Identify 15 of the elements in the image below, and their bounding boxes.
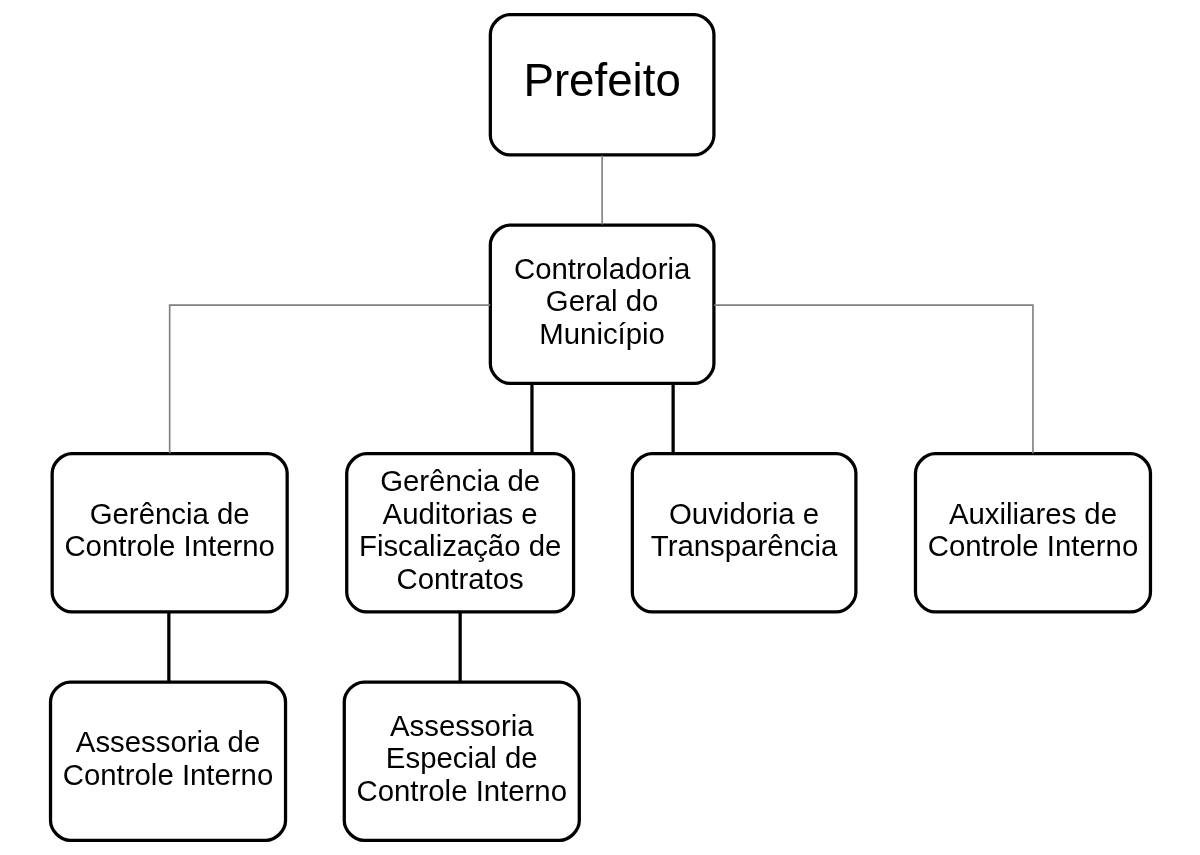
node-box: Assessoria Especial de Controle Interno bbox=[342, 680, 581, 842]
connector bbox=[166, 612, 170, 682]
connector bbox=[600, 154, 603, 226]
node-box: Gerência de Controle Interno bbox=[50, 452, 289, 614]
connector bbox=[712, 304, 1034, 454]
connector bbox=[168, 304, 491, 454]
node-box: Assessoria de Controle Interno bbox=[48, 680, 287, 842]
connector bbox=[458, 612, 462, 682]
node-box: Auxiliares de Controle Interno bbox=[913, 452, 1152, 614]
connector bbox=[529, 383, 534, 453]
node-box: Prefeito bbox=[488, 13, 716, 157]
connector bbox=[671, 383, 675, 453]
node-box: Controladoria Geral do Município bbox=[488, 223, 716, 386]
node-box: Gerência de Auditorias e Fiscalização de Contratos bbox=[344, 452, 575, 614]
node-box: Ouvidoria e Transparência bbox=[630, 452, 858, 614]
